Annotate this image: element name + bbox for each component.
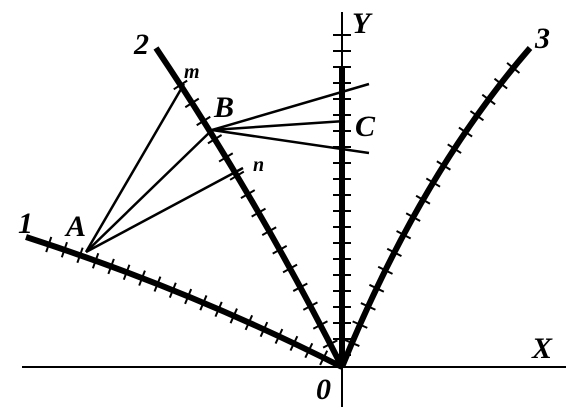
tick-mark [91, 252, 100, 269]
curve-1 [25, 234, 344, 370]
tick-mark [168, 282, 177, 299]
tick-mark [214, 301, 223, 318]
tick-mark [218, 152, 234, 163]
line-a-b [85, 129, 213, 253]
tick-mark [207, 134, 223, 145]
tick-mark [458, 126, 473, 138]
label-point-n: n [253, 154, 264, 176]
label-origin: 0 [316, 373, 331, 406]
label-axis-y: Y [352, 7, 373, 40]
label-curve-2: 2 [133, 28, 149, 61]
tick-mark [229, 170, 245, 181]
tick-mark [251, 207, 267, 218]
curve-2 [153, 46, 345, 369]
tick-mark [493, 77, 508, 90]
curve-3 [339, 46, 533, 369]
tick-mark [312, 320, 328, 330]
tick-mark [292, 282, 308, 292]
tick-mark [436, 160, 451, 171]
curve-1-ticks [45, 236, 329, 366]
tick-mark [107, 258, 115, 275]
y-axis-ticks [333, 34, 351, 356]
tick-mark [304, 342, 314, 359]
line-b-lower [211, 128, 370, 155]
tick-mark [259, 321, 269, 338]
tick-mark [76, 247, 84, 264]
tick-mark [405, 212, 421, 222]
tick-mark [360, 302, 376, 311]
tick-mark [506, 62, 521, 74]
tick-mark [153, 276, 162, 292]
tick-mark [138, 270, 146, 286]
curve-2-ticks [173, 79, 338, 349]
label-point-m: m [184, 61, 200, 83]
tick-mark [45, 236, 53, 253]
tick-mark [60, 241, 68, 258]
tick-mark [122, 264, 131, 281]
tick-mark [282, 263, 298, 274]
tick-mark [481, 93, 496, 106]
label-point-c: C [355, 110, 376, 143]
line-b-upper [211, 82, 370, 132]
tick-mark [425, 177, 441, 188]
label-curve-3: 3 [534, 22, 550, 55]
label-curve-1: 1 [18, 207, 33, 240]
tick-mark [199, 295, 208, 311]
tick-mark [244, 314, 254, 331]
tick-mark [289, 335, 299, 352]
tick-mark [229, 308, 238, 324]
tick-mark [184, 97, 200, 109]
label-point-b: B [213, 91, 234, 124]
tick-mark [184, 288, 193, 305]
tick-mark [240, 189, 256, 200]
tick-mark [261, 226, 277, 236]
tick-mark [352, 320, 368, 329]
tick-mark [386, 247, 402, 257]
tick-mark [396, 230, 412, 240]
tick-mark [319, 350, 329, 366]
tick-mark [377, 265, 393, 275]
tick-mark [322, 339, 338, 349]
label-axis-x: X [531, 332, 553, 365]
tick-mark [196, 115, 211, 127]
line-a-m [84, 83, 186, 253]
tick-mark [302, 301, 318, 311]
tick-mark [272, 245, 288, 255]
label-point-a: A [64, 210, 86, 243]
tick-mark [469, 110, 485, 122]
tick-mark [447, 143, 462, 154]
curve-3-ticks [344, 62, 521, 348]
tick-mark [274, 328, 284, 345]
line-a-n [85, 166, 244, 254]
tick-mark [415, 194, 431, 205]
tick-mark [344, 338, 360, 348]
tick-mark [173, 79, 188, 91]
line-b-c [211, 119, 346, 132]
tick-mark [368, 283, 385, 293]
